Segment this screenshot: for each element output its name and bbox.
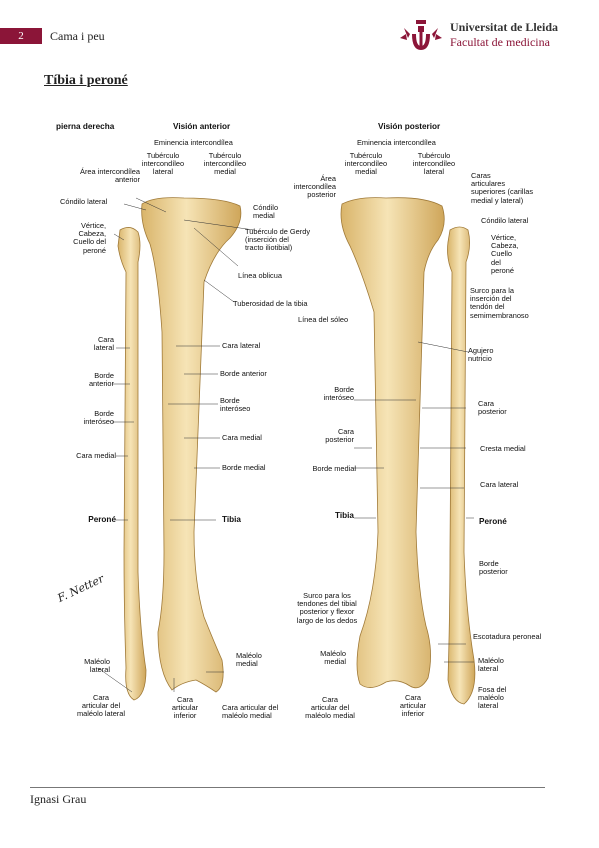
section-title: Cama i peu: [50, 29, 105, 43]
ant-cara-art-inf-label: Cara articular inferior: [171, 695, 199, 721]
post-surco-semi-label: Surco para la inserción del tendón del s…: [470, 286, 529, 320]
ant-cara-med-l-label: Cara medial: [76, 451, 116, 460]
posterior-view-bones: [340, 197, 476, 705]
ant-tuberosidad-label: Tuberosidad de la tibia: [233, 299, 308, 308]
ant-borde-ant-r-label: Borde anterior: [220, 369, 267, 378]
anterior-view-bones: [117, 197, 242, 701]
page-title: Tíbia i peroné: [44, 73, 128, 88]
ant-mal-med-label: Maléolo medial: [236, 651, 262, 669]
ant-linea-obl-label: Línea oblicua: [238, 271, 282, 280]
post-cresta-label: Cresta medial: [480, 444, 526, 453]
post-caras-art-label: Caras articulares superiores (carillas m…: [471, 171, 534, 205]
leg-side-label: pierna derecha: [56, 122, 115, 131]
post-vertice-label: Vértice, Cabeza, Cuello del peroné: [491, 233, 519, 275]
ant-cara-lat-r-label: Cara lateral: [222, 341, 261, 350]
ant-borde-int-r-label: Borde interóseo: [220, 396, 251, 414]
post-tibia-label: Tibia: [335, 511, 354, 520]
post-tub-lat-label: Tubérculo intercondíleo lateral: [412, 151, 456, 177]
ant-vertice-label: Vértice, Cabeza, Cuello del peroné: [73, 221, 106, 255]
footer-author: Ignasi Grau: [30, 792, 87, 806]
post-mal-med-label: Maléolo medial: [320, 649, 346, 667]
post-linea-soleo-label: Línea del sóleo: [298, 315, 349, 324]
university-name: Universitat de Lleida: [450, 20, 558, 34]
ant-borde-med-label: Borde medial: [222, 463, 266, 472]
tibia-fibula-illustration: [97, 197, 476, 705]
ant-mal-lat-label: Maléolo lateral: [84, 657, 110, 675]
post-fosa-label: Fosa del maléolo lateral: [478, 685, 507, 711]
ant-cara-art-mal-lat-label: Cara articular del maléolo lateral: [76, 693, 126, 719]
ant-tub-med-label: Tubérculo intercondíleo medial: [203, 151, 247, 177]
ant-condilo-med-label: Cóndilo medial: [253, 203, 279, 221]
ant-condilo-lat-label: Cóndilo lateral: [60, 197, 108, 206]
post-borde-post-label: Borde posterior: [479, 559, 508, 577]
ant-cara-med-r-label: Cara medial: [222, 433, 262, 442]
post-cara-post-l-label: Cara posterior: [325, 427, 354, 445]
ant-borde-int-l-label: Borde interóseo: [83, 409, 114, 427]
post-eminencia-label: Eminencia intercondílea: [357, 138, 436, 147]
post-cara-lat-label: Cara lateral: [480, 480, 519, 489]
ant-gerdy-label: Tubérculo de Gerdy (inserción del tracto…: [245, 227, 311, 253]
post-tub-med-label: Tubérculo intercondíleo medial: [344, 151, 388, 177]
footer-divider: [30, 787, 545, 788]
post-escotadura-label: Escotadura peroneal: [473, 632, 542, 641]
posterior-view-title: Visión posterior: [378, 122, 441, 131]
post-mal-lat-label: Maléolo lateral: [478, 656, 504, 674]
post-perone-label: Peroné: [479, 517, 507, 526]
post-cara-art-inf-label: Cara articular inferior: [399, 693, 427, 719]
post-borde-int-label: Borde interóseo: [323, 385, 354, 403]
post-agujero-label: Agujero nutricio: [468, 346, 494, 364]
post-area-label: Área intercondílea posterior: [293, 174, 336, 200]
post-cara-art-mal-med-label: Cara articular del maléolo medial: [305, 695, 355, 721]
post-borde-med-label: Borde medial: [312, 464, 356, 473]
ant-perone-label: Peroné: [88, 515, 116, 524]
ant-tibia-label: Tibia: [222, 515, 241, 524]
faculty-name: Facultat de medicina: [450, 35, 550, 49]
university-logo-icon: [400, 20, 442, 50]
ant-eminencia-label: Eminencia intercondílea: [154, 138, 233, 147]
ant-tub-lat-label: Tubérculo intercondíleo lateral: [141, 151, 185, 177]
post-condilo-lat-label: Cóndilo lateral: [481, 216, 529, 225]
ant-borde-ant-l-label: Borde anterior: [88, 371, 114, 389]
ant-cara-lat-l-label: Cara lateral: [93, 335, 114, 353]
page-number: 2: [0, 28, 42, 44]
ant-cara-art-mal-med-label: Cara articular del maléolo medial: [222, 703, 279, 721]
ant-area-label: Área intercondílea anterior: [80, 167, 140, 185]
post-surco-tend-label: Surco para los tendones del tibial poste…: [296, 591, 358, 625]
anterior-view-title: Visión anterior: [173, 122, 231, 131]
post-cara-post-r-label: Cara posterior: [478, 399, 507, 417]
